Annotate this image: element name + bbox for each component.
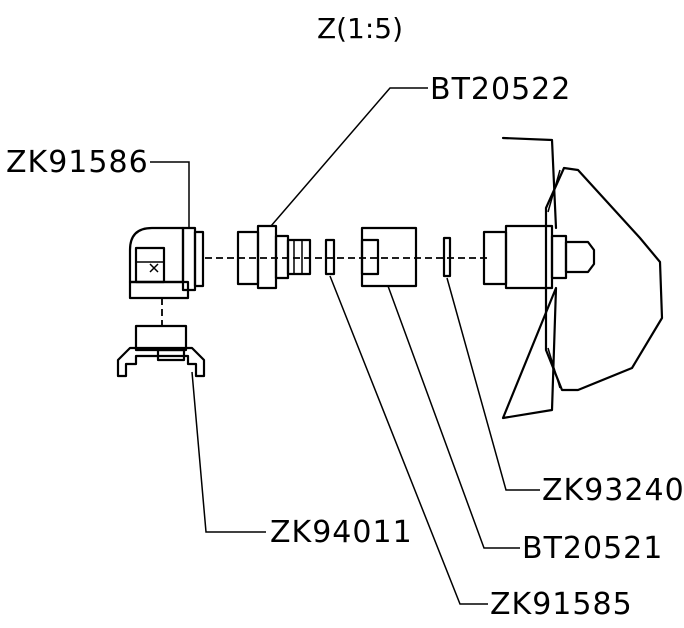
label-thin-washer: ZK91585 bbox=[490, 587, 633, 622]
label-nipple: BT20522 bbox=[430, 72, 571, 107]
drawing-title: Z(1:5) bbox=[317, 12, 403, 45]
label-seal-ring: ZK93240 bbox=[542, 473, 684, 508]
leader-thin-washer bbox=[329, 275, 488, 605]
thin-washer-part bbox=[324, 238, 336, 276]
leader-elbow bbox=[150, 161, 190, 228]
elbow-part bbox=[128, 226, 205, 300]
sleeve-part bbox=[360, 226, 418, 288]
seal-ring-part bbox=[442, 236, 452, 278]
valve-body-assembly bbox=[482, 136, 664, 420]
leader-nipple bbox=[270, 87, 428, 227]
leader-seal-ring bbox=[446, 277, 540, 491]
leader-clip bbox=[191, 371, 266, 533]
leader-sleeve bbox=[387, 285, 520, 549]
label-sleeve: BT20521 bbox=[522, 531, 663, 566]
nipple-part bbox=[236, 224, 312, 290]
label-clip: ZK94011 bbox=[270, 515, 413, 550]
label-elbow: ZK91586 bbox=[6, 145, 149, 180]
clip-part bbox=[116, 324, 206, 378]
